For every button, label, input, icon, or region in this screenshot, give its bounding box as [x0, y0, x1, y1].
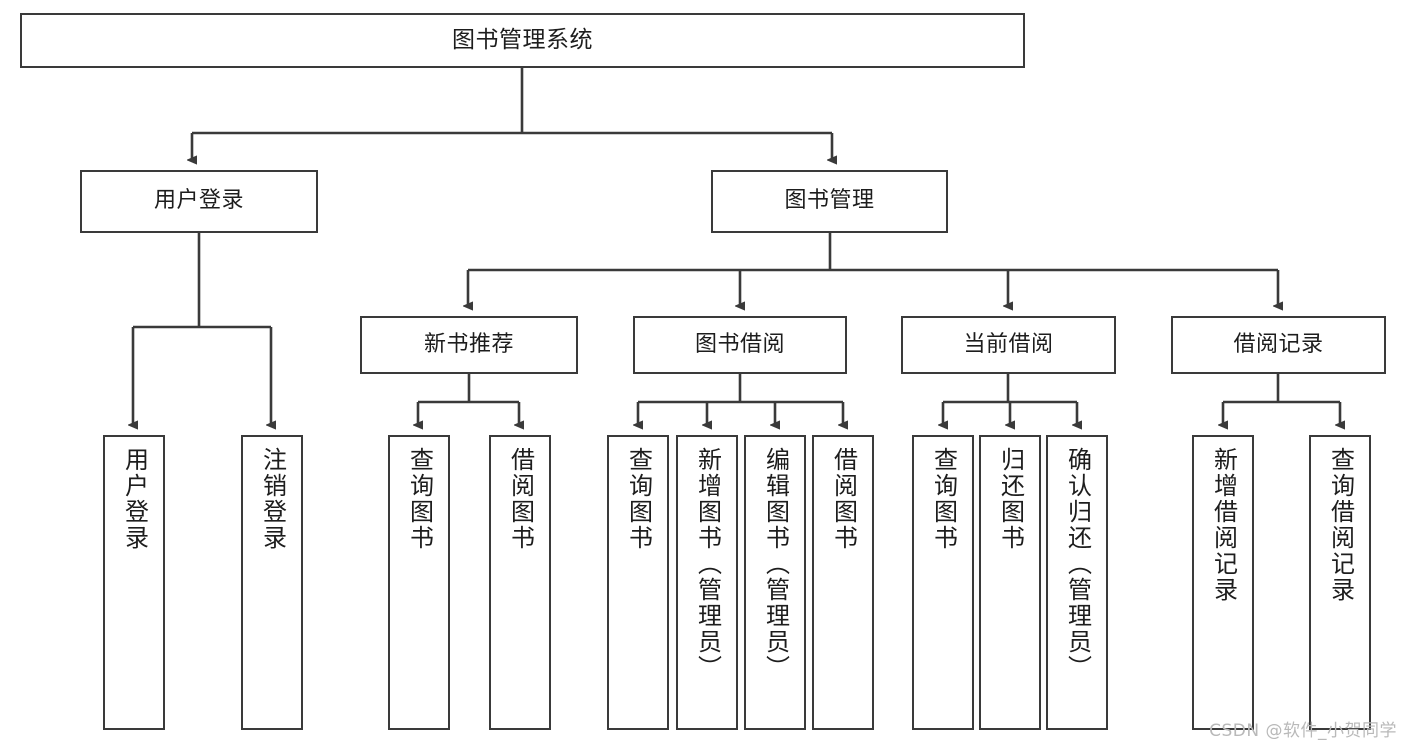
node-leaf-label: 查询借阅记录	[1326, 447, 1355, 603]
node-current-borrow[interactable]: 当前借阅	[901, 316, 1116, 374]
node-leaf-borrow-query-book[interactable]: 查询图书	[607, 435, 669, 730]
node-book-borrow[interactable]: 图书借阅	[633, 316, 847, 374]
node-current-borrow-label: 当前借阅	[963, 331, 1054, 357]
node-leaf-label: 新增图书（管理员）	[693, 447, 722, 681]
node-leaf-label: 归还图书	[996, 447, 1025, 551]
node-leaf-user-login-signin[interactable]: 用户登录	[103, 435, 165, 730]
node-new-book-recommend-label: 新书推荐	[423, 331, 514, 357]
node-leaf-borrow-borrow-book[interactable]: 借阅图书	[812, 435, 874, 730]
node-leaf-borrow-add-book[interactable]: 新增图书（管理员）	[676, 435, 738, 730]
node-book-borrow-label: 图书借阅	[694, 331, 785, 357]
node-leaf-label: 借阅图书	[829, 447, 858, 551]
node-user-login[interactable]: 用户登录	[80, 170, 318, 233]
node-leaf-user-login-signout[interactable]: 注销登录	[241, 435, 303, 730]
node-leaf-label: 注销登录	[258, 447, 287, 551]
node-leaf-record-add-record[interactable]: 新增借阅记录	[1192, 435, 1254, 730]
node-leaf-borrow-edit-book[interactable]: 编辑图书（管理员）	[744, 435, 806, 730]
node-book-management[interactable]: 图书管理	[711, 170, 948, 233]
node-leaf-current-confirm-return[interactable]: 确认归还（管理员）	[1046, 435, 1108, 730]
node-book-management-label: 图书管理	[784, 188, 875, 214]
node-leaf-current-return-book[interactable]: 归还图书	[979, 435, 1041, 730]
node-leaf-label: 查询图书	[405, 447, 434, 551]
node-root-book-management-system[interactable]: 图书管理系统	[20, 13, 1025, 68]
node-leaf-label: 查询图书	[929, 447, 958, 551]
node-leaf-current-query-book[interactable]: 查询图书	[912, 435, 974, 730]
node-leaf-label: 新增借阅记录	[1209, 447, 1238, 603]
csdn-watermark: CSDN @软件_小贺同学	[1209, 721, 1397, 741]
node-leaf-recommend-query-book[interactable]: 查询图书	[388, 435, 450, 730]
node-leaf-record-query-record[interactable]: 查询借阅记录	[1309, 435, 1371, 730]
node-root-label: 图书管理系统	[452, 26, 593, 53]
node-new-book-recommend[interactable]: 新书推荐	[360, 316, 578, 374]
node-leaf-label: 查询图书	[624, 447, 653, 551]
node-leaf-label: 确认归还（管理员）	[1063, 447, 1092, 681]
node-borrow-record-label: 借阅记录	[1233, 331, 1324, 357]
node-leaf-label: 编辑图书（管理员）	[761, 447, 790, 681]
node-user-login-label: 用户登录	[153, 188, 244, 214]
node-leaf-recommend-borrow-book[interactable]: 借阅图书	[489, 435, 551, 730]
node-leaf-label: 用户登录	[120, 447, 149, 551]
node-borrow-record[interactable]: 借阅记录	[1171, 316, 1386, 374]
node-leaf-label: 借阅图书	[506, 447, 535, 551]
